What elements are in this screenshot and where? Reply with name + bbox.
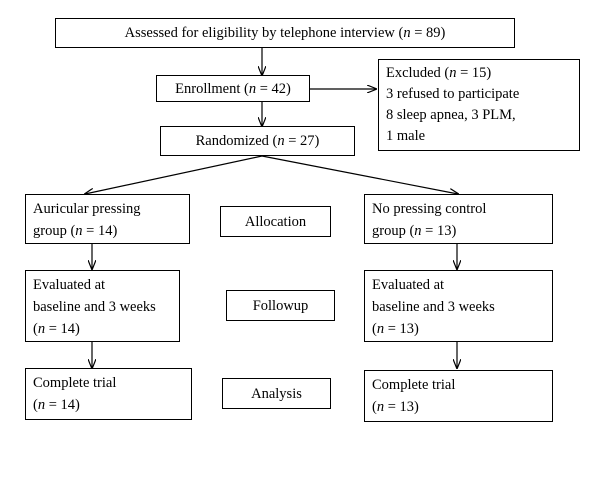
left-analysis-count: (n = 14) — [33, 397, 80, 413]
right-allocation-count: group (n = 13) — [372, 223, 457, 239]
right-followup-line1: Evaluated at — [372, 277, 445, 293]
right-allocation-box: No pressing control group (n = 13) — [364, 194, 553, 244]
excluded-refused: 3 refused to participate — [386, 86, 520, 102]
excluded-male: 1 male — [386, 128, 426, 144]
randomized-box: Randomized (n = 27) — [160, 126, 355, 156]
stage-allocation-label: Allocation — [244, 213, 307, 230]
left-allocation-count: group (n = 14) — [33, 223, 118, 239]
right-analysis-count: (n = 13) — [372, 399, 419, 415]
right-followup-line2: baseline and 3 weeks — [372, 299, 495, 315]
arrow-randomized-to-right-arm — [261, 155, 458, 194]
stage-allocation-box: Allocation — [220, 206, 331, 237]
excluded-box: Excluded (n = 15) 3 refused to participa… — [378, 59, 580, 151]
assessed-box: Assessed for eligibility by telephone in… — [55, 18, 515, 48]
stage-analysis-box: Analysis — [222, 378, 331, 409]
left-analysis-label: Complete trial — [33, 375, 117, 391]
enrollment-text: Enrollment (n = 42) — [175, 80, 291, 97]
excluded-sleep-apnea-plm: 8 sleep apnea, 3 PLM, — [386, 107, 516, 123]
assessed-text: Assessed for eligibility by telephone in… — [124, 25, 446, 41]
left-allocation-label: Auricular pressing — [33, 201, 141, 217]
right-analysis-label: Complete trial — [372, 377, 456, 393]
enrollment-box: Enrollment (n = 42) — [156, 75, 310, 102]
left-allocation-box: Auricular pressing group (n = 14) — [25, 194, 190, 244]
right-followup-box: Evaluated at baseline and 3 weeks (n = 1… — [364, 270, 553, 342]
left-followup-box: Evaluated at baseline and 3 weeks (n = 1… — [25, 270, 180, 342]
right-followup-count: (n = 13) — [372, 321, 419, 337]
stage-followup-box: Followup — [226, 290, 335, 321]
arrow-randomized-to-left-arm — [85, 155, 263, 194]
stage-followup-label: Followup — [252, 297, 309, 314]
left-followup-line1: Evaluated at — [33, 277, 106, 293]
stage-analysis-label: Analysis — [251, 385, 302, 402]
excluded-count: Excluded (n = 15) — [386, 65, 492, 81]
left-analysis-box: Complete trial (n = 14) — [25, 368, 192, 420]
left-followup-count: (n = 14) — [33, 321, 80, 337]
right-analysis-box: Complete trial (n = 13) — [364, 370, 553, 422]
left-followup-line2: baseline and 3 weeks — [33, 299, 156, 315]
randomized-text: Randomized (n = 27) — [195, 133, 320, 149]
right-allocation-label: No pressing control — [372, 201, 487, 217]
